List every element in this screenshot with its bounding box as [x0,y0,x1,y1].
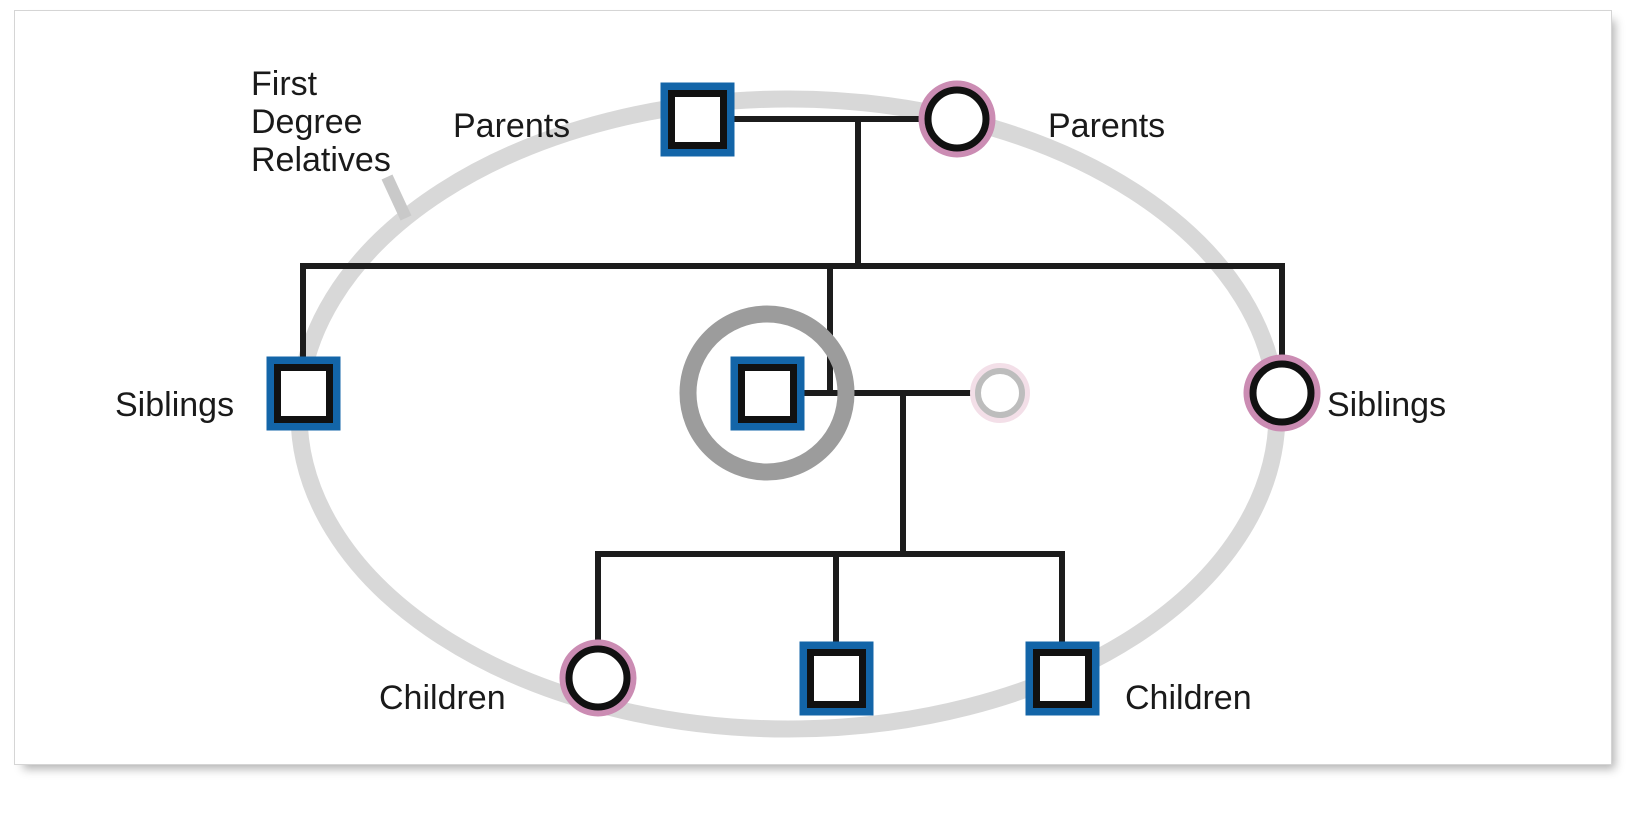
symbol-father[interactable] [660,82,735,157]
first-degree-relatives-pointer-line [381,174,412,221]
symbol-partner[interactable] [970,363,1030,423]
figure-panel: First Degree Relatives Parents Parents S… [14,10,1612,765]
symbol-child-3[interactable] [1025,641,1100,716]
label-siblings-left: Siblings [115,386,235,424]
sibling-left-inner-square [274,364,333,423]
sibling-right-inner-circle [1249,360,1315,426]
symbol-child-2[interactable] [799,641,874,716]
partner-inner-circle [975,368,1025,418]
proband-inner-square [738,364,797,423]
symbol-proband[interactable] [730,356,805,431]
proband-highlight-layer [679,305,855,481]
father-inner-square [668,90,727,149]
child-1-inner-circle [565,645,631,711]
label-parents-left: Parents [453,107,571,145]
symbol-mother[interactable] [918,80,996,158]
mother-inner-circle [924,86,990,152]
symbol-sibling-left[interactable] [266,356,341,431]
symbol-sibling-right[interactable] [1243,354,1321,432]
child-2-inner-square [807,649,866,708]
child-3-inner-square [1033,649,1092,708]
label-first-degree-relatives: First Degree Relatives [251,65,391,179]
label-children-left: Children [379,679,506,717]
symbol-layer [266,80,1321,717]
label-siblings-right: Siblings [1327,386,1447,424]
connector-layer [300,116,1285,649]
label-parents-right: Parents [1048,107,1166,145]
label-children-right: Children [1125,679,1252,717]
proband-highlight-ring [679,305,855,481]
pedigree-canvas: First Degree Relatives Parents Parents S… [15,11,1611,764]
symbol-child-1[interactable] [559,639,637,717]
